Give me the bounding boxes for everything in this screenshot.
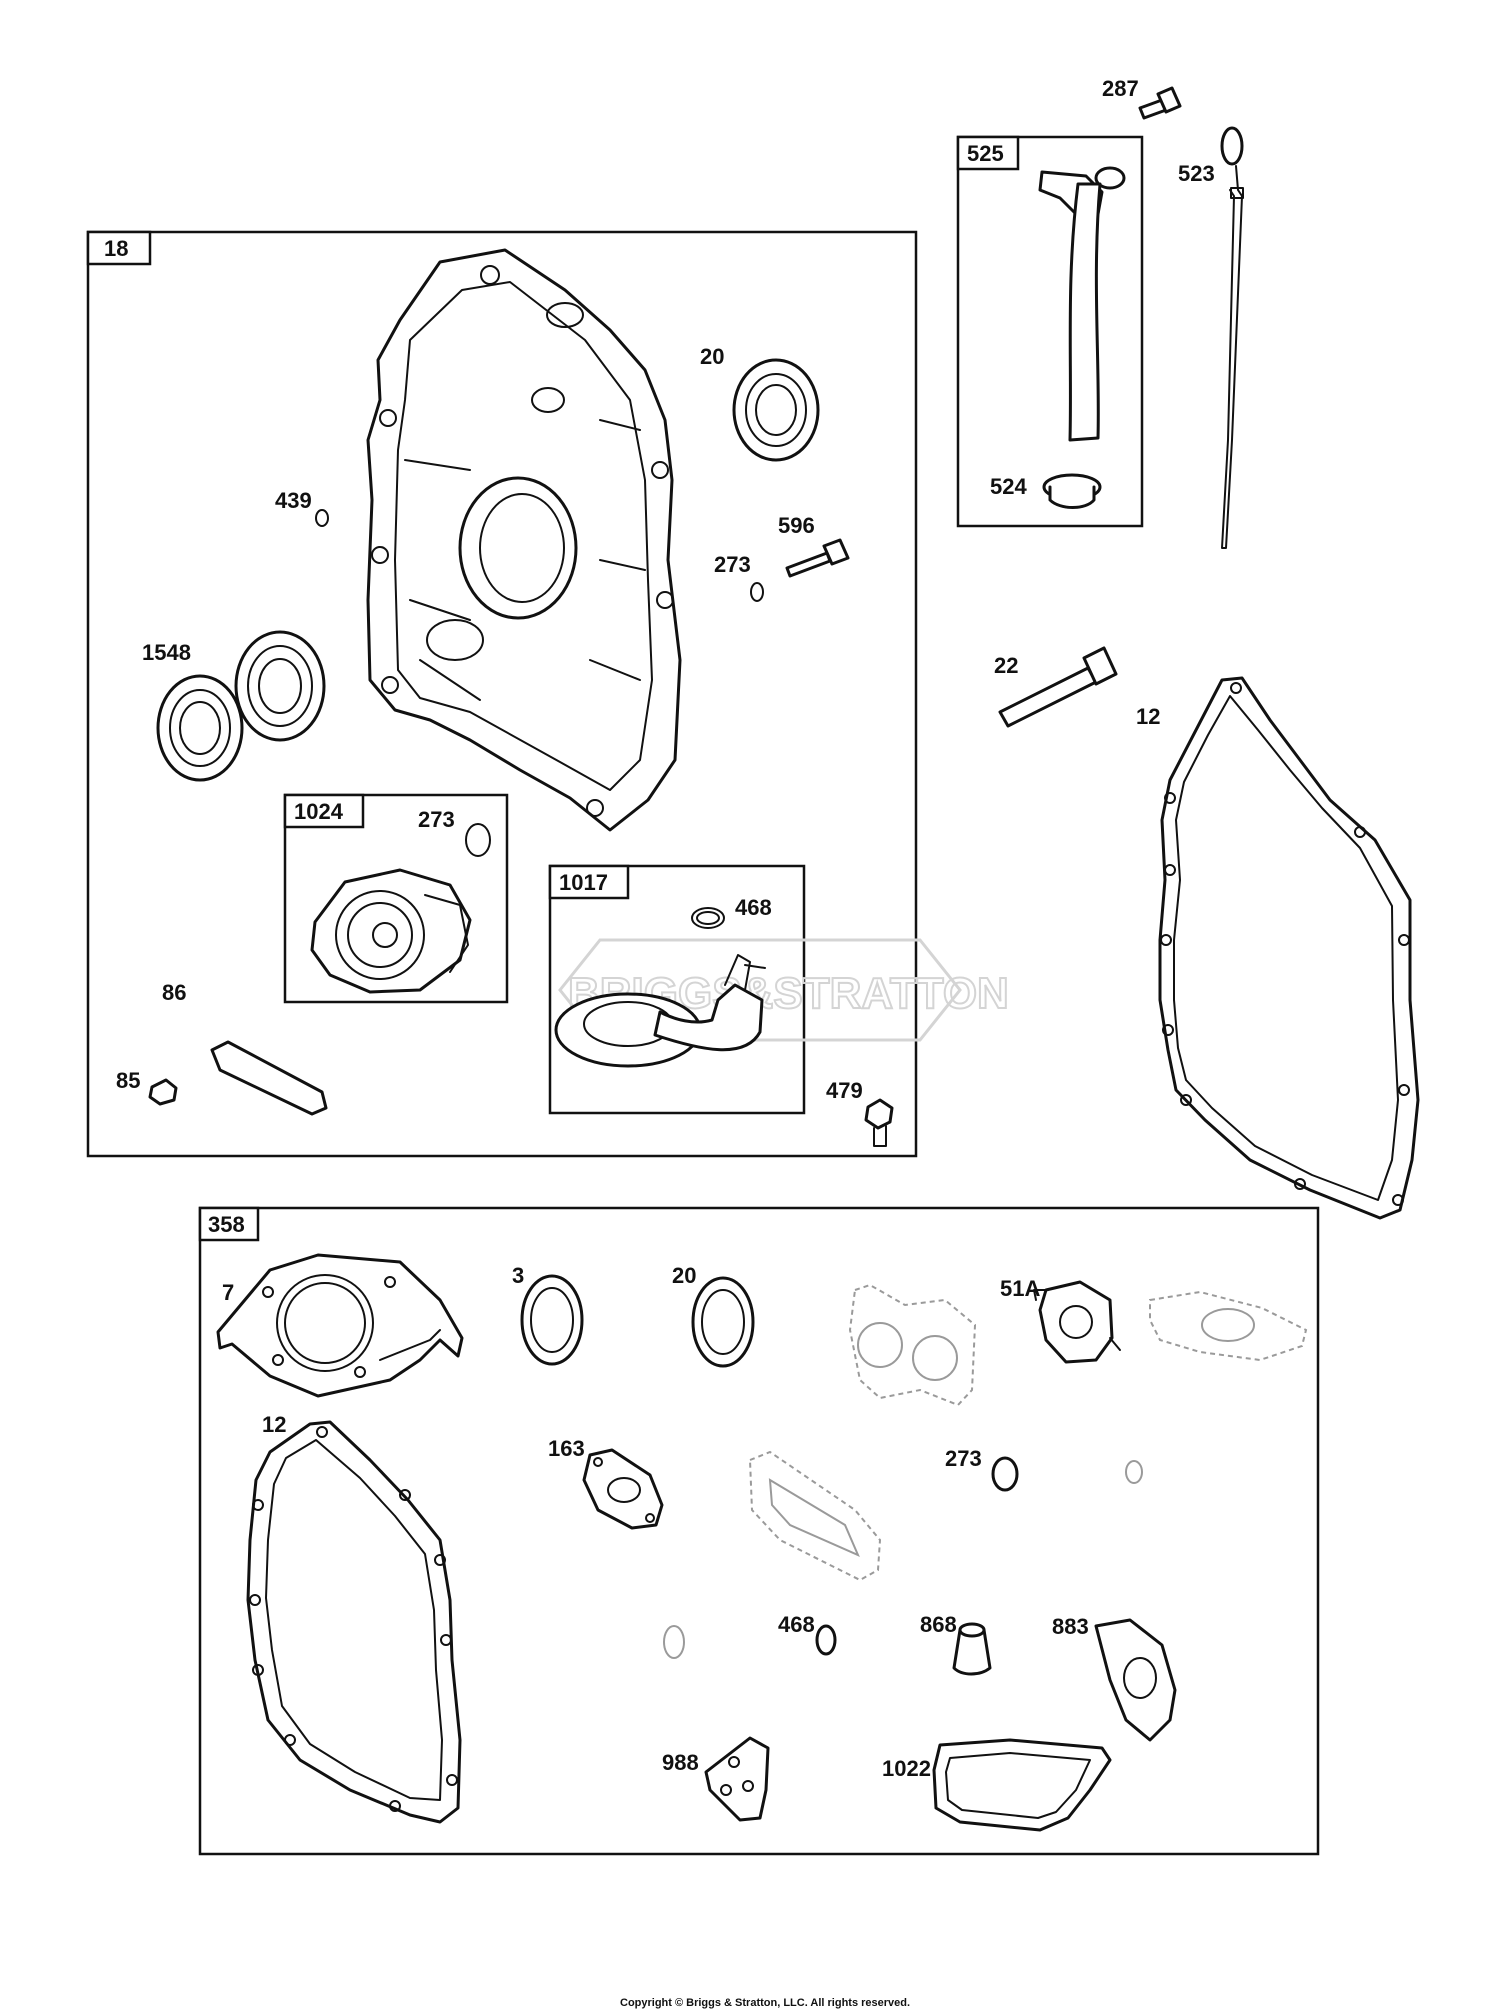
callout-468-a: 468 <box>735 895 772 920</box>
bolt-22-part <box>998 646 1118 728</box>
callout-287: 287 <box>1102 76 1139 101</box>
callout-163: 163 <box>548 1436 585 1461</box>
callout-20-b: 20 <box>672 1263 696 1288</box>
callout-439: 439 <box>275 488 312 513</box>
callout-3: 3 <box>512 1263 524 1288</box>
callout-1548: 1548 <box>142 640 191 665</box>
o-ring-468-kit-part <box>815 1624 837 1656</box>
o-ring-273-kit-part <box>991 1456 1019 1492</box>
grommet-524-part <box>1042 473 1102 509</box>
oil-pickup-1017-part <box>554 907 766 1068</box>
oil-pump-1024-part <box>310 823 491 994</box>
muffler-gasket-ghost-part <box>748 1450 882 1582</box>
ring-ghost-part <box>663 1625 685 1659</box>
callout-12-a: 12 <box>1136 704 1160 729</box>
group-525-frame: 525 <box>956 135 1144 528</box>
callout-468-b: 468 <box>778 1612 815 1637</box>
crankcase-gasket-12-part <box>1158 676 1420 1220</box>
callout-86: 86 <box>162 980 186 1005</box>
gasket-883-part <box>1094 1618 1177 1742</box>
intake-gasket-ghost-part <box>1149 1290 1308 1362</box>
group-18-label: 18 <box>104 236 128 261</box>
group-18-frame: 18 <box>86 230 918 1158</box>
group-1017-frame: 1017 <box>548 864 806 1115</box>
callout-273-b: 273 <box>418 807 455 832</box>
dipstick-523-part <box>1220 126 1244 549</box>
callout-273-c: 273 <box>945 1446 982 1471</box>
oil-seal-part <box>732 358 820 462</box>
group-358-frame: 358 <box>198 1206 1320 1856</box>
gasket-86-part <box>210 1040 328 1116</box>
dipstick-tube-525-part <box>1038 166 1126 442</box>
callout-479: 479 <box>826 1078 863 1103</box>
washer-ghost-part <box>1125 1460 1143 1484</box>
callout-51a: 51A <box>1000 1276 1040 1301</box>
callout-7: 7 <box>222 1280 234 1305</box>
head-gasket-7-part <box>216 1253 464 1398</box>
gasket-988-part <box>704 1736 770 1822</box>
screw-479-part <box>864 1098 894 1147</box>
gasket-163-part <box>582 1448 664 1530</box>
callout-596: 596 <box>778 513 815 538</box>
copyright-notice: Copyright © Briggs & Stratton, LLC. All … <box>620 1997 910 2009</box>
callout-524: 524 <box>990 474 1027 499</box>
o-ring-439-part <box>315 509 329 527</box>
group-1024-label: 1024 <box>294 799 344 824</box>
crankcase-cover-part <box>366 248 682 832</box>
bolt-596-part <box>785 538 850 578</box>
screw-85-part <box>148 1078 178 1106</box>
o-ring-273-part <box>750 582 764 602</box>
callout-273-a: 273 <box>714 552 751 577</box>
seal-20-kit-part <box>691 1276 755 1368</box>
gasket-51a-part <box>1033 1280 1121 1364</box>
group-525-label: 525 <box>967 141 1004 166</box>
crankcase-gasket-12-kit-part <box>246 1420 462 1824</box>
callout-868: 868 <box>920 1612 957 1637</box>
seal-3-part <box>520 1274 584 1366</box>
callout-12-b: 12 <box>262 1412 286 1437</box>
callout-1022: 1022 <box>882 1756 931 1781</box>
valve-seal-868-part <box>952 1622 992 1676</box>
callout-20-a: 20 <box>700 344 724 369</box>
group-1024-frame: 1024 <box>283 793 509 1004</box>
callout-85: 85 <box>116 1068 140 1093</box>
callout-523: 523 <box>1178 161 1215 186</box>
callout-883: 883 <box>1052 1614 1089 1639</box>
callout-988: 988 <box>662 1750 699 1775</box>
bearing-1548-part <box>156 630 326 782</box>
group-1017-label: 1017 <box>559 870 608 895</box>
gasket-1022-part <box>932 1738 1112 1832</box>
group-358-label: 358 <box>208 1212 245 1237</box>
callout-22: 22 <box>994 653 1018 678</box>
exhaust-gasket-ghost-part <box>848 1283 977 1407</box>
bolt-287-part <box>1138 86 1182 120</box>
